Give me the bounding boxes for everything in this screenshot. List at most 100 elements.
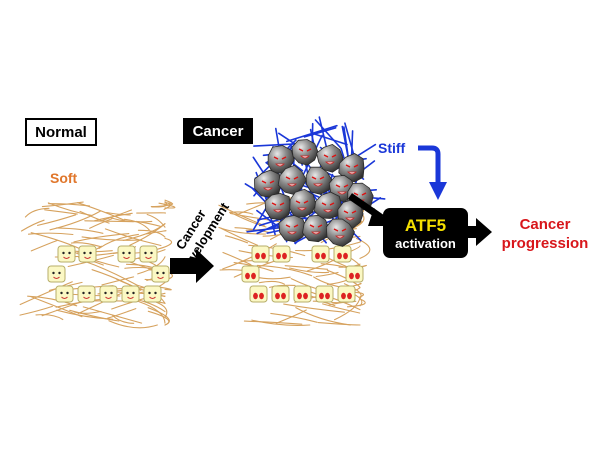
- cell-nucleus: [251, 272, 256, 280]
- cell-nucleus: [303, 292, 308, 300]
- cell-body: [251, 245, 270, 263]
- cell-mouth: [127, 296, 134, 299]
- cancer-cell-brow: [306, 148, 312, 152]
- matrix-fiber: [146, 213, 166, 228]
- cell-nucleus: [355, 272, 360, 280]
- epithelial-cell: [121, 285, 140, 303]
- epithelial-cell: [143, 285, 162, 303]
- cancer-cell: [264, 192, 292, 221]
- cancer-cell-mouth: [275, 163, 285, 167]
- stiff-label: Stiff: [378, 140, 406, 156]
- cell-body: [121, 285, 140, 303]
- cancer-cell-body: [325, 218, 355, 247]
- cancer-cell-body: [278, 214, 307, 243]
- cell-nucleus: [261, 252, 266, 260]
- matrix-fiber: [229, 211, 254, 215]
- matrix-fiber: [163, 199, 174, 206]
- activation-label: activation: [395, 235, 456, 251]
- collagen-fiber: [303, 127, 337, 138]
- matrix-fiber: [234, 227, 272, 234]
- cancer-cell-mouth: [313, 183, 323, 187]
- cancer-cell-body: [305, 166, 333, 195]
- normal-cell-ring: [47, 245, 170, 303]
- epithelial-cell: [99, 285, 118, 303]
- cell-eye: [154, 291, 157, 295]
- cell-body: [78, 245, 97, 263]
- cancer-cell-mouth: [311, 231, 321, 235]
- cell-nucleus: [319, 292, 324, 300]
- matrix-fiber: [19, 305, 53, 316]
- cell-body: [333, 245, 352, 263]
- cell-nucleus: [276, 252, 281, 260]
- cancer-cell-mouth: [335, 235, 345, 239]
- cell-body: [117, 245, 136, 263]
- cancer-cell-body: [264, 192, 292, 221]
- matrix-fiber: [243, 320, 303, 325]
- epithelial-cell: [78, 245, 97, 263]
- cell-nucleus: [315, 252, 320, 260]
- tumor-cluster: [254, 139, 374, 247]
- cancer-cell-mouth: [287, 183, 297, 187]
- cancer-cell-mouth: [297, 207, 307, 211]
- matrix-fiber: [218, 204, 265, 227]
- matrix-fiber: [147, 310, 170, 326]
- cell-body: [241, 265, 260, 283]
- cell-eye: [128, 251, 131, 255]
- matrix-fiber: [146, 230, 167, 235]
- matrix-fiber: [343, 283, 362, 300]
- matrix-fiber: [258, 280, 286, 285]
- cell-body: [293, 285, 312, 303]
- cell-eye: [104, 291, 107, 295]
- matrix-fiber: [19, 281, 73, 306]
- epithelial-cell: [333, 245, 352, 263]
- matrix-fiber: [346, 298, 366, 308]
- matrix-fiber: [270, 312, 318, 323]
- cell-body: [55, 285, 74, 303]
- cell-eye: [132, 291, 135, 295]
- cancer-cell-brow: [343, 184, 349, 188]
- cell-body: [151, 265, 170, 283]
- cancer-cell: [305, 166, 333, 195]
- cancer-cell-brow: [273, 156, 279, 160]
- epithelial-cell: [251, 245, 270, 263]
- cell-body: [77, 285, 96, 303]
- collagen-fiber: [318, 116, 328, 149]
- matrix-fiber: [106, 211, 131, 216]
- cancer-cell-body: [254, 169, 282, 198]
- cancer-cell-brow: [293, 224, 299, 228]
- matrix-fiber: [47, 202, 93, 216]
- cell-eye: [62, 251, 65, 255]
- matrix-fiber: [155, 237, 173, 251]
- outcome-line-2: progression: [501, 235, 589, 252]
- matrix-fiber: [49, 210, 102, 231]
- development-arrow: [170, 249, 214, 283]
- cancer-label: Cancer: [183, 118, 253, 144]
- cancer-cell-mouth: [323, 209, 333, 213]
- cancer-cell-mouth: [273, 209, 283, 213]
- matrix-fiber: [81, 236, 143, 241]
- matrix-fiber: [107, 308, 137, 319]
- cancer-cell: [267, 145, 295, 174]
- normal-label: Normal: [25, 118, 97, 146]
- cell-nucleus: [297, 292, 302, 300]
- matrix-fiber: [295, 307, 351, 326]
- stiff-arrow-head: [429, 182, 447, 200]
- cell-body: [311, 245, 330, 263]
- cancer-cell-brow: [311, 176, 317, 180]
- cell-nucleus: [245, 272, 250, 280]
- matrix-fiber: [322, 303, 361, 314]
- cancer-cell-brow: [293, 176, 299, 180]
- cell-eye: [60, 291, 63, 295]
- cancer-cell-brow: [303, 200, 309, 204]
- matrix-fiber: [135, 220, 162, 227]
- matrix-fiber: [77, 202, 125, 221]
- cell-body: [99, 285, 118, 303]
- cancer-cell: [291, 139, 319, 166]
- matrix-fiber: [101, 276, 135, 286]
- cell-body: [337, 285, 356, 303]
- cell-eye: [68, 251, 71, 255]
- cell-mouth: [145, 256, 152, 259]
- cancer-cell-brow: [279, 202, 285, 206]
- cancer-cell-mouth: [287, 231, 297, 235]
- cancer-cell-body: [316, 143, 344, 173]
